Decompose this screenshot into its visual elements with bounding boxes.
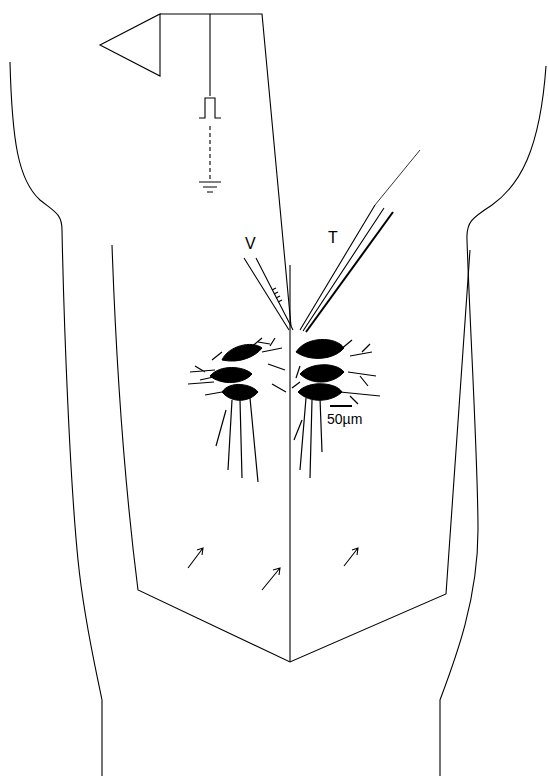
t-electrode (300, 205, 384, 331)
floor-contour (112, 245, 470, 662)
v-electrode (244, 258, 293, 330)
arrow-marks (188, 548, 358, 590)
electrode-label: T (328, 230, 338, 246)
scale-label: 50µm (327, 412, 362, 426)
stimulus-wire (209, 126, 210, 180)
t-electrode (306, 212, 393, 332)
neuron-group (188, 338, 380, 482)
electrode-label: V (245, 236, 256, 252)
electrode-marks (272, 288, 282, 302)
stimulus-wire (209, 14, 210, 96)
brainstem-outline (10, 62, 102, 776)
scale-bar (330, 405, 352, 407)
brainstem-outline (440, 66, 546, 776)
ground-symbol (199, 182, 221, 192)
pulse-symbol (199, 98, 221, 118)
t-electrode (375, 150, 420, 205)
recording-wire (160, 14, 291, 326)
amplifier-symbol (100, 14, 160, 76)
